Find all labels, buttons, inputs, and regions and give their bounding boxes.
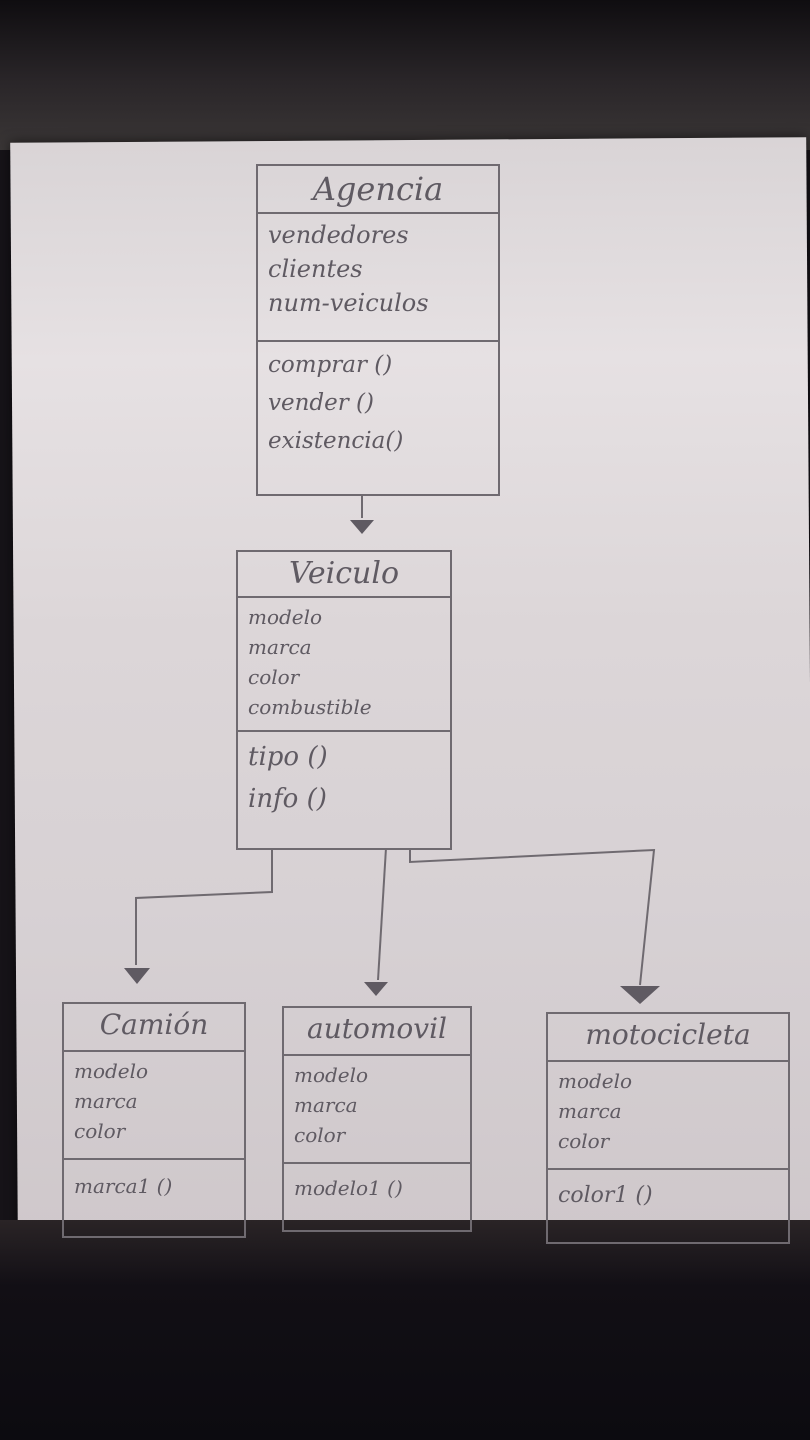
- background-shadow-top: [0, 0, 810, 150]
- methods-section: color1 (): [548, 1168, 788, 1222]
- method: info (): [248, 784, 327, 814]
- attributes-section: modelo marca color combustible: [238, 598, 450, 730]
- attributes-section: modelo marca color: [64, 1052, 244, 1158]
- method: comprar (): [268, 352, 393, 378]
- attribute: color: [294, 1123, 346, 1147]
- method: color1 (): [558, 1183, 653, 1208]
- arrowhead-camion: [124, 968, 150, 984]
- class-name: motocicleta: [548, 1014, 788, 1062]
- arrowhead-agencia-veiculo: [350, 520, 374, 534]
- attributes-section: modelo marca color: [548, 1062, 788, 1168]
- class-agencia: Agencia vendedores clientes num-veiculos…: [256, 164, 500, 496]
- background-shadow-bottom: [0, 1220, 810, 1440]
- attribute: vendedores: [268, 221, 409, 249]
- attribute: modelo: [248, 605, 323, 629]
- methods-section: modelo1 (): [284, 1162, 470, 1212]
- attribute: modelo: [294, 1063, 369, 1087]
- attribute: marca: [294, 1093, 358, 1117]
- attribute: modelo: [74, 1059, 149, 1083]
- method: existencia(): [268, 428, 404, 454]
- attribute: modelo: [558, 1069, 633, 1093]
- class-name: Camión: [64, 1004, 244, 1052]
- class-camion: Camión modelo marca color marca1 (): [62, 1002, 246, 1238]
- arrowhead-motocicleta: [620, 986, 660, 1004]
- attribute: marca: [248, 635, 312, 659]
- class-automovil: automovil modelo marca color modelo1 (): [282, 1006, 472, 1232]
- attributes-section: vendedores clientes num-veiculos: [258, 214, 498, 340]
- methods-section: comprar () vender () existencia(): [258, 340, 498, 464]
- method: marca1 (): [74, 1174, 173, 1198]
- method: modelo1 (): [294, 1176, 403, 1200]
- class-name: Agencia: [258, 166, 498, 214]
- attribute: color: [74, 1119, 126, 1143]
- attribute: marca: [558, 1099, 622, 1123]
- class-name: Veiculo: [238, 552, 450, 598]
- class-motocicleta: motocicleta modelo marca color color1 (): [546, 1012, 790, 1244]
- attribute: clientes: [268, 255, 363, 283]
- method: vender (): [268, 390, 375, 416]
- attributes-section: modelo marca color: [284, 1056, 470, 1162]
- attribute: color: [248, 665, 300, 689]
- method: tipo (): [248, 742, 328, 772]
- class-name: automovil: [284, 1008, 470, 1056]
- attribute: combustible: [248, 695, 372, 719]
- class-veiculo: Veiculo modelo marca color combustible t…: [236, 550, 452, 850]
- arrowhead-automovil: [364, 982, 388, 996]
- methods-section: tipo () info (): [238, 730, 450, 824]
- attribute: color: [558, 1129, 610, 1153]
- attribute: num-veiculos: [268, 289, 429, 317]
- methods-section: marca1 (): [64, 1158, 244, 1212]
- attribute: marca: [74, 1089, 138, 1113]
